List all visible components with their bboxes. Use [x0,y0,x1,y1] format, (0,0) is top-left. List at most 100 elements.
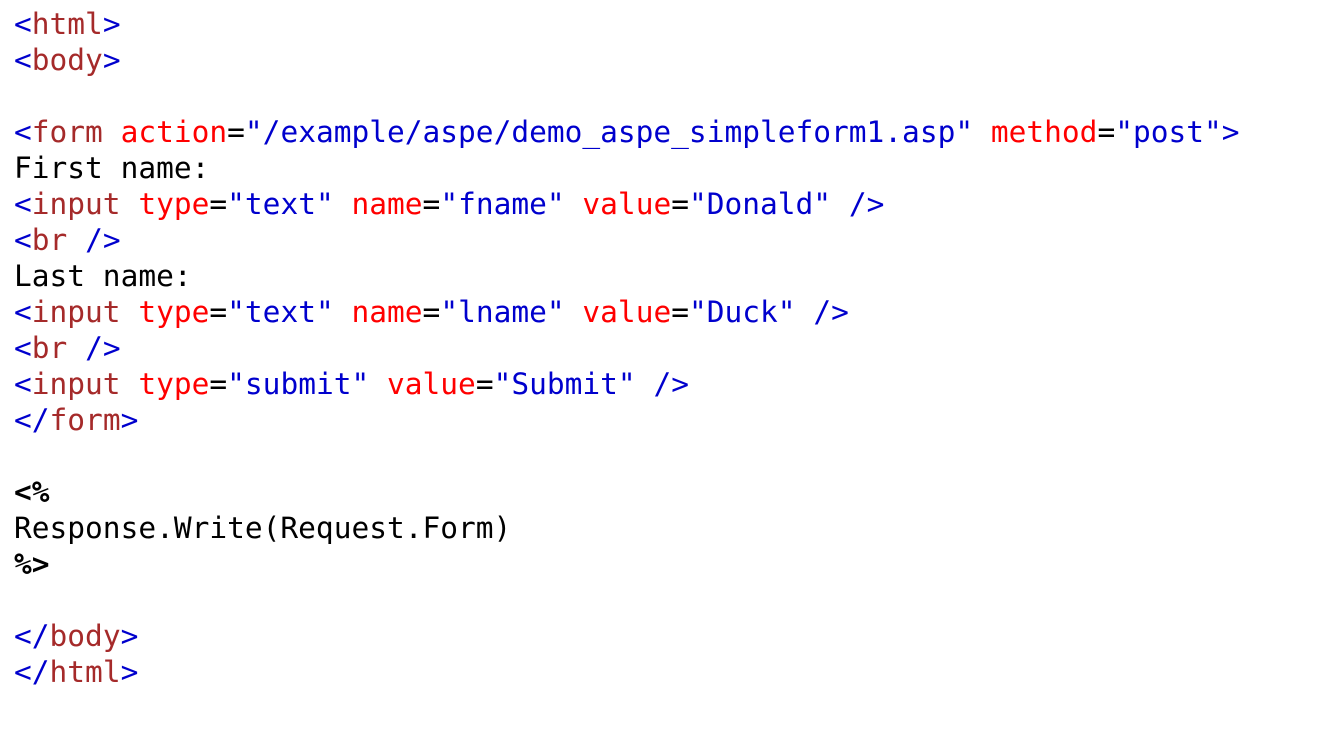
code-line [14,78,1240,114]
code-attribute-value: "/example/aspe/demo_aspe_simpleform1.asp… [244,115,974,149]
code-equals-sign: = [475,367,494,401]
code-asp-delimiter: %> [14,547,50,581]
code-attribute-value: "Submit" [493,367,636,401]
code-bracket: < [14,187,32,221]
code-attribute-name: name [351,295,423,329]
code-tag-name: form [49,403,121,437]
code-line: <input type="text" name="fname" value="D… [14,186,1240,222]
code-bracket: > [1221,115,1240,149]
code-line [14,438,1240,474]
code-text [369,367,387,401]
code-bracket: > [102,43,121,77]
code-bracket: /> [653,367,689,401]
code-attribute-value: "submit" [227,367,370,401]
code-text [796,295,814,329]
code-tag-name: input [31,187,121,221]
code-bracket: > [120,655,139,689]
code-bracket: > [120,619,139,653]
code-text [973,115,991,149]
code-line: </html> [14,654,1240,690]
code-bracket: /> [848,187,885,221]
code-bracket: < [14,7,32,41]
code-text [121,295,139,329]
code-line: <% [14,474,1240,510]
code-attribute-name: type [138,367,210,401]
code-tag-name: br [31,331,68,365]
code-line: First name: [14,150,1240,186]
code-bracket: < [14,331,32,365]
code-text: Response.Write(Request.Form) [14,511,512,545]
code-text [565,187,583,221]
code-attribute-value: "fname" [440,187,565,221]
code-text [334,295,352,329]
code-bracket: > [102,7,121,41]
code-text [831,187,849,221]
code-tag-name: input [31,367,121,401]
code-tag-name: input [31,295,121,329]
code-attribute-name: type [138,187,210,221]
code-bracket: < [14,115,32,149]
code-equals-sign: = [1097,115,1116,149]
code-bracket: /> [813,295,849,329]
code-attribute-name: name [351,187,423,221]
code-text [334,187,352,221]
code-bracket: </ [14,655,50,689]
code-equals-sign: = [227,115,245,149]
code-line: </form> [14,402,1240,438]
code-line: <body> [14,42,1240,78]
code-text: First name: [14,151,210,185]
code-line: <html> [14,6,1240,42]
code-tag-name: br [31,223,68,257]
code-equals-sign: = [209,295,228,329]
code-tag-name: html [49,655,121,689]
code-equals-sign: = [422,295,441,329]
code-bracket: < [14,295,32,329]
code-bracket: </ [14,619,50,653]
code-tag-name: body [49,619,121,653]
code-text [565,295,583,329]
code-attribute-name: value [582,187,672,221]
code-bracket: > [120,403,139,437]
code-asp-delimiter: <% [14,475,50,509]
code-text [121,187,139,221]
code-line: </body> [14,618,1240,654]
code-bracket: < [14,223,32,257]
code-tag-name: form [31,115,103,149]
code-equals-sign: = [422,187,441,221]
code-attribute-value: "lname" [440,295,565,329]
code-equals-sign: = [209,187,228,221]
code-text [67,223,85,257]
code-line: <form action="/example/aspe/demo_aspe_si… [14,114,1240,150]
code-attribute-name: type [138,295,210,329]
code-attribute-value: "text" [227,187,334,221]
code-text [636,367,654,401]
code-block: <html><body><form action="/example/aspe/… [14,6,1240,690]
code-line: %> [14,546,1240,582]
code-equals-sign: = [209,367,228,401]
code-text: Last name: [14,259,192,293]
code-attribute-name: method [990,115,1098,149]
code-line: Last name: [14,258,1240,294]
code-text [103,115,121,149]
code-line: Response.Write(Request.Form) [14,510,1240,546]
code-line [14,582,1240,618]
code-bracket: /> [85,331,121,365]
code-tag-name: html [31,7,103,41]
code-tag-name: body [31,43,103,77]
code-attribute-value: "post" [1115,115,1222,149]
code-bracket: /> [85,223,121,257]
code-line: <br /> [14,222,1240,258]
code-bracket: </ [14,403,50,437]
code-bracket: < [14,367,32,401]
code-attribute-name: value [387,367,476,401]
code-text [121,367,139,401]
code-attribute-name: value [582,295,672,329]
code-bracket: < [14,43,32,77]
code-text [67,331,85,365]
code-equals-sign: = [671,295,689,329]
code-equals-sign: = [671,187,689,221]
code-attribute-name: action [120,115,228,149]
code-attribute-value: "text" [227,295,334,329]
code-attribute-value: "Duck" [688,295,796,329]
code-attribute-value: "Donald" [688,187,832,221]
